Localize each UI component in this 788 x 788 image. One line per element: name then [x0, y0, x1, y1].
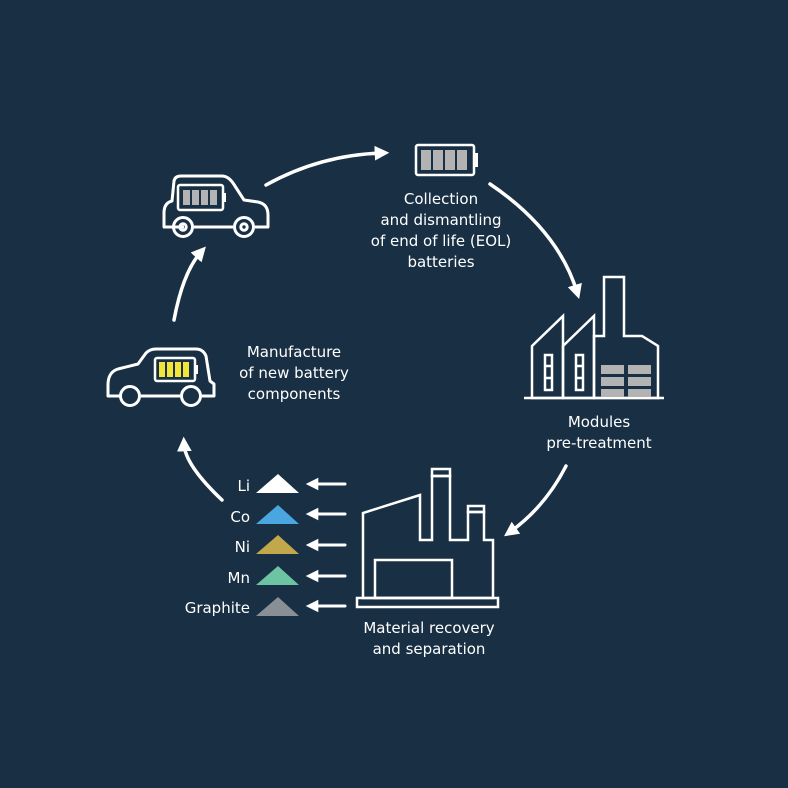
cycle-arrow-car-to-battery: [264, 145, 390, 187]
collection-label: Collection and dismantling of end of lif…: [334, 189, 548, 273]
material-label-graphite: Graphite: [184, 599, 250, 617]
cycle-arrow-factory-to-recovery: [504, 464, 568, 537]
pretreatment-label-line: pre-treatment: [546, 434, 652, 452]
collection-label-line: batteries: [407, 253, 475, 271]
graphite-pile-icon: [256, 597, 299, 616]
manufacture-label-line: components: [247, 385, 341, 403]
material-label-li: Li: [237, 477, 250, 495]
manufacture-label-line: of new battery: [239, 364, 349, 382]
cycle-arrow-car-to-car: [172, 246, 206, 322]
co-pile-icon: [256, 505, 299, 524]
recovery-label-line: and separation: [372, 640, 486, 658]
battery-icon: [414, 143, 478, 177]
mn-pile-icon: [256, 566, 299, 585]
recovery-plant-icon: [355, 467, 500, 609]
pretreatment-label: Modules pre-treatment: [514, 412, 684, 454]
car-icon: [162, 174, 270, 238]
material-label-co: Co: [230, 508, 250, 526]
collection-label-line: and dismantling: [380, 211, 502, 229]
factory-icon: [524, 275, 664, 400]
cycle-arrow-materials-to-car: [177, 436, 224, 502]
collection-label-line: of end of life (EOL): [370, 232, 512, 250]
recovery-label-line: Material recovery: [363, 619, 495, 637]
recovery-label: Material recovery and separation: [339, 618, 519, 660]
car-new-battery-icon: [106, 347, 216, 407]
material-label-mn: Mn: [227, 569, 250, 587]
manufacture-label-line: Manufacture: [246, 343, 342, 361]
cycle-arrow-battery-to-factory: [488, 182, 582, 300]
pretreatment-label-line: Modules: [567, 413, 631, 431]
manufacture-label: Manufacture of new battery components: [214, 342, 374, 405]
li-pile-icon: [256, 474, 299, 493]
collection-label-line: Collection: [403, 190, 479, 208]
material-label-ni: Ni: [234, 538, 250, 556]
ni-pile-icon: [256, 535, 299, 554]
material-piles: [256, 474, 299, 616]
